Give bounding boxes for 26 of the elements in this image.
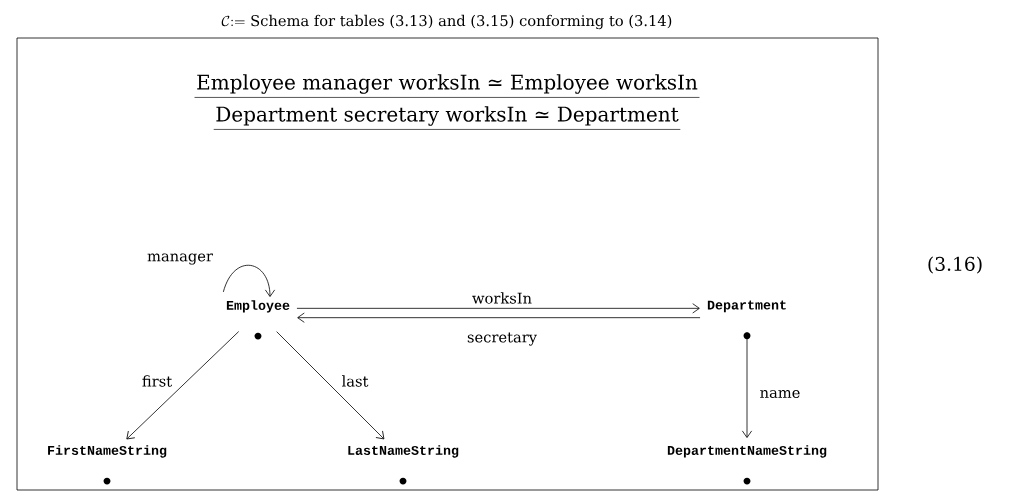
- arrow: [297, 312, 701, 323]
- arrow: [276, 331, 385, 440]
- edge-label: first: [142, 375, 172, 387]
- node-label: FirstNameString: [48, 445, 167, 458]
- edge-label: manager: [147, 253, 213, 265]
- edge-label: name: [760, 390, 800, 398]
- edge-label: worksIn: [472, 292, 532, 304]
- path-equation: Employee manager worksIn ≃ Employee worksIn: [194, 74, 700, 98]
- object-node: Employee: [226, 300, 290, 340]
- arrow: [126, 331, 240, 440]
- object-node: FirstNameString: [48, 445, 167, 485]
- title: $\mathcal{C}{:=}\mbox{ Schema for tables (3.13) and (3.15) conforming to (3.14)}$: [221, 14, 672, 30]
- node-label: Employee: [226, 300, 290, 313]
- edge-label: last: [342, 375, 369, 387]
- object-node: Department: [707, 300, 786, 340]
- path-equation: Department secretary worksIn ≃ Department: [213, 106, 681, 130]
- equation-number: (3.16): [928, 256, 982, 274]
- edge-label: secretary: [467, 332, 537, 346]
- node-label: Department: [707, 300, 786, 313]
- arrow: [222, 265, 276, 297]
- node-label: DepartmentNameString: [667, 445, 827, 458]
- object-node: LastNameString: [348, 445, 459, 485]
- arrow: [741, 332, 753, 438]
- arrow: [296, 303, 700, 314]
- object-node: DepartmentNameString: [667, 445, 827, 485]
- node-label: LastNameString: [348, 445, 459, 458]
